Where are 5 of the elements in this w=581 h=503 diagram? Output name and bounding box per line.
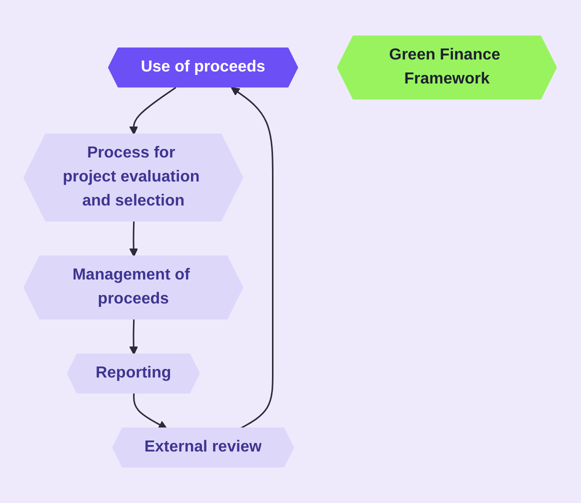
arrow <box>231 87 274 430</box>
arrow <box>133 393 168 429</box>
arrow <box>130 221 138 257</box>
arrow <box>130 319 138 355</box>
arrow <box>130 86 177 135</box>
